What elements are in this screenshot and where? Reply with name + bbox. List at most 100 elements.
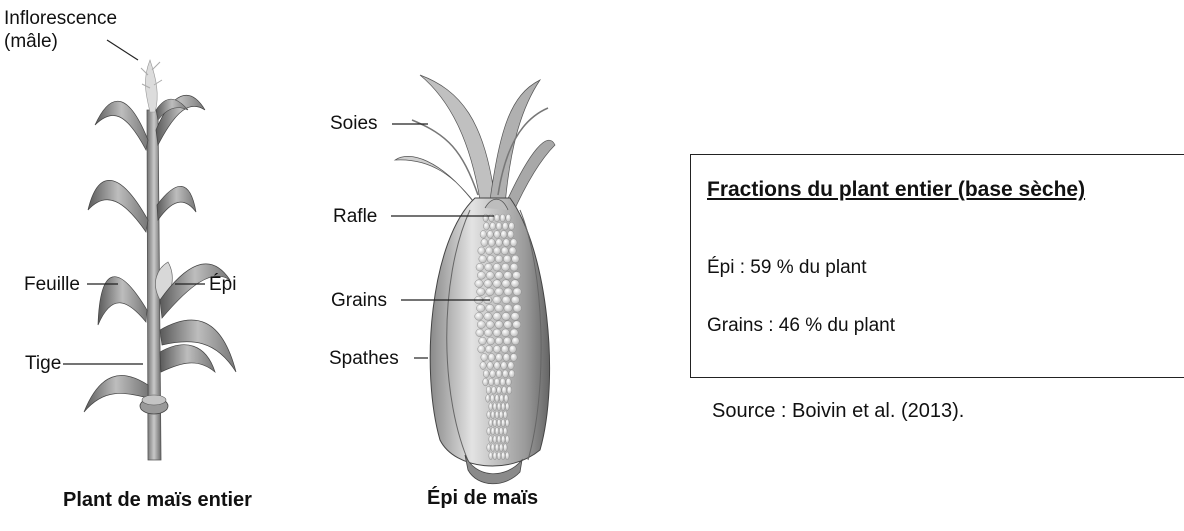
- kernel: [495, 272, 503, 280]
- kernel: [487, 411, 491, 419]
- kernel: [486, 395, 490, 403]
- kernel: [499, 444, 503, 452]
- caption-plant: Plant de maïs entier: [63, 489, 252, 512]
- kernel: [506, 378, 511, 386]
- kernel: [503, 354, 510, 362]
- kernel: [496, 370, 502, 378]
- kernel: [481, 354, 488, 362]
- kernel: [487, 255, 495, 263]
- kernel: [484, 222, 490, 230]
- kernel: [491, 427, 495, 435]
- maize-ear: [395, 75, 555, 484]
- kernel: [483, 378, 488, 386]
- kernel: [497, 436, 501, 444]
- kernel: [509, 345, 516, 353]
- kernel: [491, 386, 496, 394]
- kernel: [484, 313, 492, 321]
- kernel: [497, 452, 501, 460]
- kernel: [499, 411, 503, 419]
- kernel: [494, 378, 499, 386]
- kernel: [487, 362, 493, 370]
- kernel: [488, 239, 495, 247]
- kernel: [494, 362, 500, 370]
- kernel: [497, 386, 502, 394]
- kernel: [501, 247, 508, 255]
- kernel: [510, 239, 517, 247]
- kernel: [476, 263, 484, 271]
- kernel: [489, 419, 493, 427]
- kernel: [493, 263, 501, 271]
- kernel: [500, 214, 505, 222]
- kernel: [508, 231, 514, 239]
- kernel: [508, 362, 514, 370]
- kernel: [490, 370, 496, 378]
- kernel: [493, 313, 501, 321]
- kernel: [489, 403, 493, 411]
- kernel: [494, 231, 500, 239]
- kernel: [491, 444, 495, 452]
- kernel: [493, 403, 497, 411]
- kernel: [487, 444, 491, 452]
- kernel: [480, 362, 486, 370]
- kernel: [502, 296, 510, 304]
- kernel: [501, 362, 507, 370]
- kernel: [509, 247, 516, 255]
- kernel: [509, 370, 515, 378]
- kernel: [502, 329, 510, 337]
- kernel: [502, 263, 510, 271]
- kernel: [493, 329, 501, 337]
- kernel: [503, 239, 510, 247]
- kernel: [495, 304, 503, 312]
- kernel: [486, 304, 494, 312]
- kernel: [513, 272, 521, 280]
- kernel: [493, 280, 501, 288]
- kernel: [502, 313, 510, 321]
- kernel: [507, 386, 512, 394]
- kernel: [510, 329, 518, 337]
- kernel: [502, 222, 508, 230]
- kernel: [493, 419, 497, 427]
- label-grains: Grains: [331, 290, 387, 312]
- kernel: [503, 370, 509, 378]
- kernel: [479, 337, 487, 345]
- kernel: [478, 345, 485, 353]
- kernel: [504, 395, 508, 403]
- kernel: [489, 378, 494, 386]
- kernel: [512, 255, 520, 263]
- label-soies: Soies: [330, 113, 378, 135]
- kernel: [505, 403, 509, 411]
- kernel: [505, 419, 509, 427]
- label-rafle: Rafle: [333, 206, 377, 228]
- kernel: [486, 345, 493, 353]
- kernel: [501, 345, 508, 353]
- kernel: [501, 419, 505, 427]
- kernel: [511, 296, 519, 304]
- kernel: [510, 354, 517, 362]
- kernel: [483, 214, 488, 222]
- kernel: [495, 288, 503, 296]
- kernel: [506, 214, 511, 222]
- kernel: [493, 296, 501, 304]
- kernel: [513, 288, 521, 296]
- kernel: [475, 313, 483, 321]
- kernel: [503, 255, 511, 263]
- kernel: [504, 337, 512, 345]
- fractions-box: Fractions du plant entier (base sèche) É…: [690, 154, 1184, 378]
- kernel: [509, 222, 515, 230]
- kernel: [477, 321, 485, 329]
- kernel: [486, 288, 494, 296]
- kernel: [501, 452, 505, 460]
- kernel: [477, 288, 485, 296]
- kernel: [497, 403, 501, 411]
- kernel: [495, 321, 503, 329]
- label-spathes: Spathes: [329, 348, 399, 370]
- label-epi-plant: Épi: [209, 274, 236, 296]
- kernel: [511, 313, 519, 321]
- label-tige: Tige: [25, 353, 61, 375]
- kernel: [489, 214, 494, 222]
- kernel: [505, 452, 509, 460]
- kernel: [480, 231, 486, 239]
- kernel: [495, 444, 499, 452]
- kernel: [487, 337, 495, 345]
- kernel: [490, 222, 496, 230]
